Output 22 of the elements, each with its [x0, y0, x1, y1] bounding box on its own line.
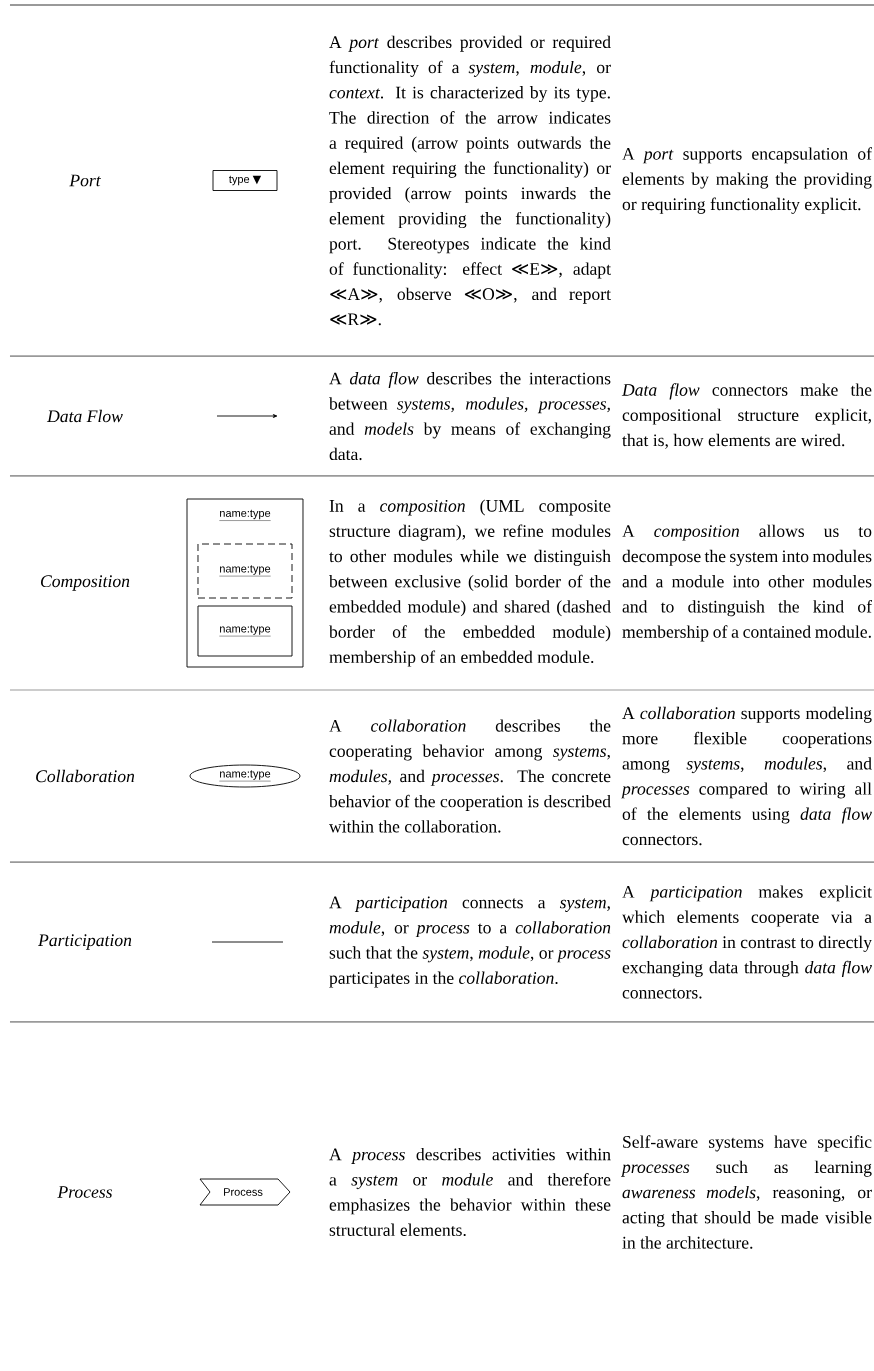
term-label: Collaboration	[36, 769, 135, 783]
description-text: A process describes activities within a system or module and therefore emphasizes the behavior within these structural elements.	[329, 1148, 611, 1237]
purpose-text: Self-aware systems have specific processes such as learning awareness models, reasoning, or acting that should be made visible in the architecture.	[620, 1135, 872, 1249]
process-chevron: Process	[199, 1178, 291, 1206]
purpose-text: A collaboration supports modeling more flexible cooperations among systems, modules, and processes compared to wiring all of the elements using data flow connectors.	[620, 706, 872, 846]
module-box: name:type	[197, 605, 293, 657]
term-label: Composition	[41, 575, 130, 591]
term-label: Participation	[38, 934, 132, 950]
purpose-text: A composition allows us to decompose the system into modules and a module into other modules and to distinguish the kind of membership of a contained module.	[622, 524, 872, 642]
description-text: A participation connects a system, module, or process to a collaboration such that the system, module, or process participates in the collaboration.	[329, 896, 611, 988]
description-text: A port describes provided or required functionality of a system, module, or context. It is characterized by its type. The direction of the arrow indicates a required (arrow points outwards the element requiring the functionality) or provided (arrow points inwards the element providing the functionality) port. Stereotypes indicate the kind of functionality: effect ≪E≫, adapt ≪A≫, observe ≪O≫, and report ≪R≫.	[329, 35, 611, 326]
purpose-text: Data flow connectors make the compositional structure explicit, that is, how elements are wired.	[621, 383, 872, 449]
port-box: type ▼	[212, 170, 278, 191]
term-label: Data Flow	[46, 409, 123, 423]
purpose-text: A participation makes explicit which elements cooperate via a collaboration in contrast to directly exchanging data through data flow connectors.	[622, 885, 872, 999]
purpose-text: A port supports encapsulation of elements by making the providing or requiring functionality explicit.	[622, 147, 872, 214]
term-label: Port	[69, 174, 101, 187]
module-box: name:type	[197, 543, 293, 599]
description-text: A collaboration describes the cooperating behavior among systems, modules, and processes. The concrete behavior of the cooperation is described within the collaboration.	[329, 719, 611, 833]
description-text: A data flow describes the interactions between systems, modules, processes, and models by means of exchanging data.	[329, 371, 611, 461]
term-label: Process	[57, 1186, 112, 1198]
description-text: In a composition (UML composite structure diagram), we refine modules to other modules while we distinguish between exclusive (solid border of the embedded module) and shared (dashed border of the embedded module) membership of an embedded module.	[329, 499, 611, 667]
